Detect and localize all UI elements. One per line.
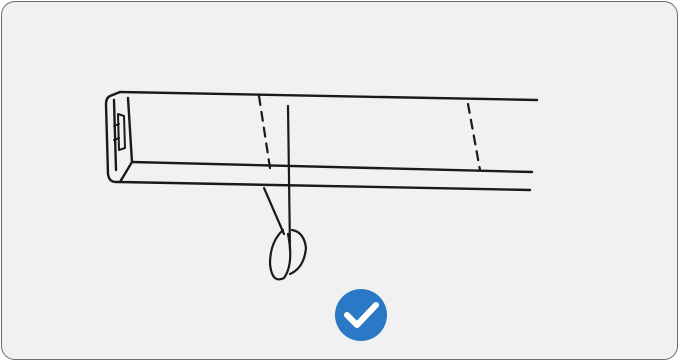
check-circle-icon <box>335 289 387 341</box>
end-connector-icon <box>113 113 126 151</box>
strip-top-edge <box>118 90 539 102</box>
scissors-icon <box>262 104 308 281</box>
strip-inner-edge <box>126 96 134 164</box>
strip-front-bottom-edge <box>130 160 534 174</box>
cut-line-mark <box>466 102 482 172</box>
strip-end-inner-line <box>112 98 118 172</box>
cut-line-mark <box>257 94 272 170</box>
strip-underside-edge <box>118 180 532 192</box>
cut-diagram <box>104 90 539 341</box>
led-strip <box>104 90 539 192</box>
cut-marks <box>257 94 482 172</box>
strip-end-cap <box>104 90 134 184</box>
